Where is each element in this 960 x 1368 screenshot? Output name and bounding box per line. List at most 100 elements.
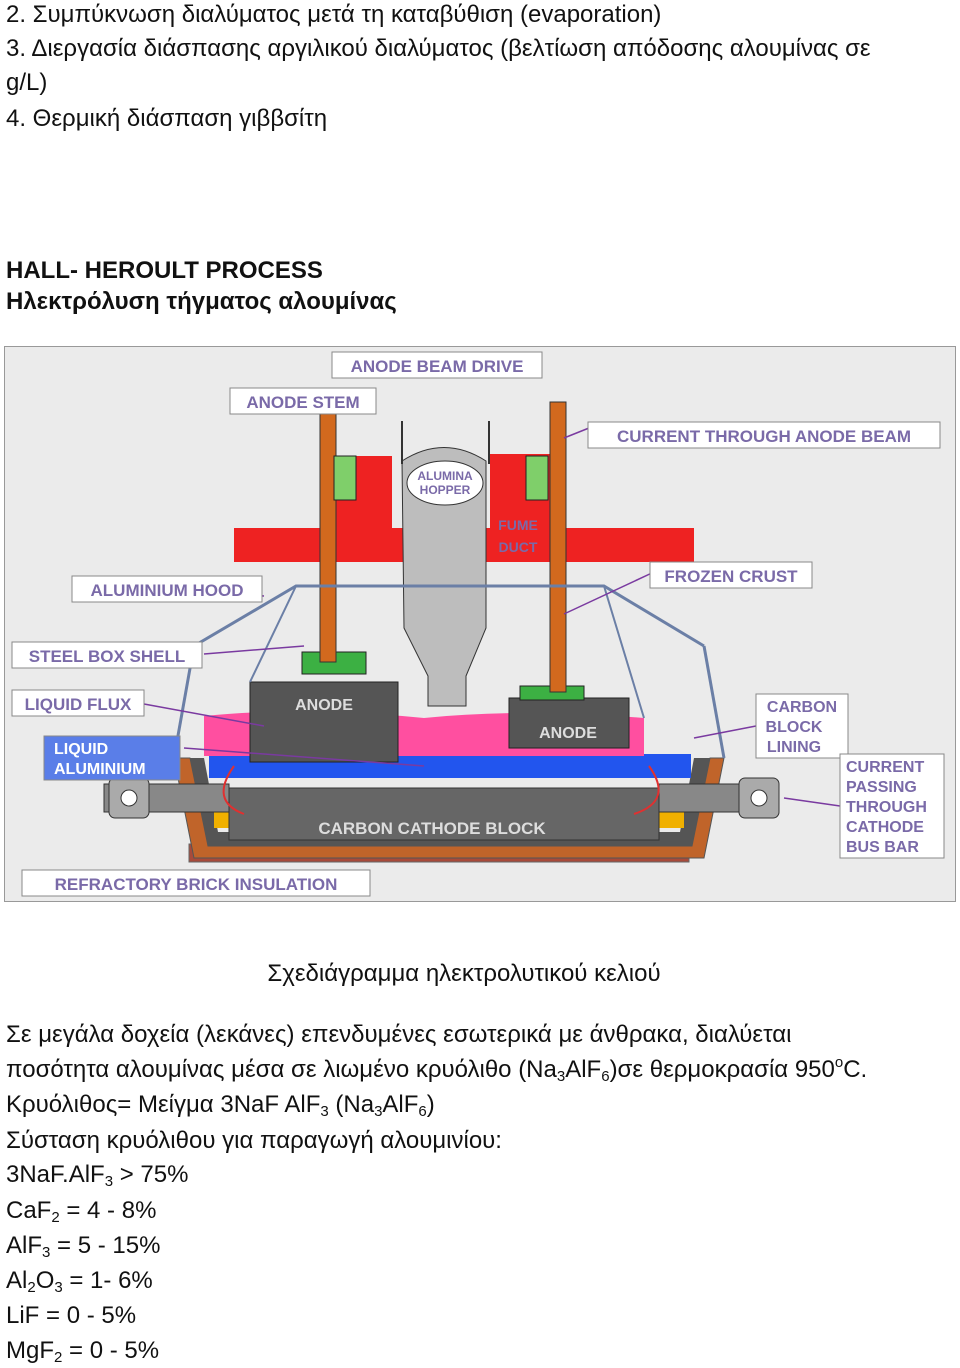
composition-item-4-sub-2: 3 — [54, 1279, 63, 1296]
composition-item-4: Al2O3 = 1- 6% — [6, 1266, 153, 1296]
anode-left — [249, 681, 399, 763]
section-subtitle: Ηλεκτρόλυση τήγματος αλουμίνας — [6, 288, 397, 315]
label-carbon-cathode-block-text: CARBON CATHODE BLOCK — [318, 819, 546, 838]
label-anode-right: ANODE — [539, 725, 597, 742]
label-current-anode-beam-text: CURRENT THROUGH ANODE BEAM — [617, 427, 911, 446]
hood-strut-right — [603, 585, 645, 719]
body-line-1: Σε μεγάλα δοχεία (λεκάνες) επενδυμένες ε… — [6, 1021, 792, 1048]
label-carbon-cathode-block: CARBON CATHODE BLOCK — [318, 819, 546, 838]
current-arrow-left — [222, 765, 245, 815]
composition-item-2-sub: 2 — [51, 1209, 60, 1226]
intro-item-3: 3. Διεργασία διάσπασης αργιλικού διαλύμα… — [6, 35, 871, 62]
label-steel-box-shell: STEEL BOX SHELL — [11, 641, 203, 669]
composition-item-4-sub-1: 2 — [27, 1279, 36, 1296]
carbon-cathode-block — [228, 787, 660, 841]
stem-clamp-right — [525, 455, 549, 501]
label-refractory-brick: REFRACTORY BRICK INSULATION — [21, 869, 371, 897]
pointer-frozen-crust — [563, 571, 655, 615]
composition-item-5: LiF = 0 - 5% — [6, 1302, 137, 1329]
pointer-liquid-flux — [143, 703, 265, 727]
pointer-carbon-block — [693, 725, 757, 739]
label-anode-right-text: ANODE — [539, 725, 597, 742]
composition-item-1-sub: 3 — [104, 1173, 114, 1190]
intro-item-3-continued: g/L) — [6, 69, 48, 96]
composition-item-4-pre: Al — [6, 1267, 28, 1294]
label-anode-beam-drive-text: ANODE BEAM DRIVE — [351, 357, 524, 376]
composition-item-4-mid: O — [35, 1267, 55, 1294]
label-block-text: BLOCK — [766, 719, 823, 736]
label-alumina-text: ALUMINA — [417, 469, 473, 483]
label-cathode-line-2: PASSING — [846, 779, 917, 796]
label-alumina-hopper: ALUMINA HOPPER — [417, 469, 473, 497]
label-cathode-bus-bar: CURRENT PASSING THROUGH CATHODE BUS BAR — [839, 753, 945, 859]
label-carbon-block-lining: CARBON BLOCK LINING — [755, 693, 849, 759]
label-steel-box-shell-text: STEEL BOX SHELL — [29, 647, 186, 666]
label-anode-left: ANODE — [295, 697, 353, 714]
label-refractory-brick-text: REFRACTORY BRICK INSULATION — [55, 875, 338, 894]
label-liquid-flux: LIQUID FLUX — [11, 689, 145, 717]
label-fume-duct: FUME DUCT — [498, 517, 538, 555]
label-aluminium-hood: ALUMINIUM HOOD — [71, 575, 263, 603]
hood-leg-right — [702, 645, 726, 759]
label-current-anode-beam: CURRENT THROUGH ANODE BEAM — [587, 421, 941, 449]
body-line-4: Σύσταση κρυόλιθου για παραγωγή αλουμινίο… — [6, 1127, 502, 1154]
label-aluminium-hood-text: ALUMINIUM HOOD — [91, 581, 244, 600]
label-anode-beam-drive: ANODE BEAM DRIVE — [331, 351, 543, 379]
composition-item-6-sub: 2 — [54, 1349, 63, 1366]
label-carbon-text: CARBON — [767, 699, 837, 716]
electrolytic-cell-diagram: ANODE BEAM DRIVE ANODE STEM CURRENT THRO… — [4, 346, 956, 902]
diagram-caption: Σχεδιάγραμμα ηλεκτρολυτικού κελιού — [267, 960, 661, 987]
label-liquid-text: LIQUID — [54, 741, 108, 758]
label-cathode-line-5: BUS BAR — [846, 839, 919, 856]
label-frozen-crust-text: FROZEN CRUST — [664, 567, 798, 586]
body-line-2: ποσότητα αλουμίνας μέσα σε λιωμένο κρυόλ… — [6, 1055, 867, 1085]
composition-item-3-post: = 5 - 15% — [50, 1232, 161, 1259]
intro-item-2: 2. Συμπύκνωση διαλύματος μετά τη καταβύθ… — [6, 1, 662, 28]
body-line-2-mid: AlF — [565, 1056, 602, 1083]
anode-stem-right — [549, 401, 567, 693]
label-anode-stem-text: ANODE STEM — [246, 393, 359, 412]
composition-item-4-post: = 1- 6% — [62, 1267, 153, 1294]
terminal-bolt-right — [750, 789, 768, 807]
alumina-hopper — [401, 447, 487, 707]
composition-item-6: MgF2 = 0 - 5% — [6, 1336, 159, 1366]
anode-stem-left — [319, 401, 337, 663]
current-arrow-right — [633, 765, 660, 815]
label-liquid-flux-text: LIQUID FLUX — [25, 695, 132, 714]
body-line-3-end: ) — [426, 1091, 435, 1118]
label-liquid-aluminium: LIQUID ALUMINIUM — [43, 735, 181, 781]
label-frozen-crust: FROZEN CRUST — [649, 561, 813, 589]
composition-item-6-post: = 0 - 5% — [62, 1337, 160, 1364]
composition-item-1-post: > 75% — [113, 1161, 189, 1188]
composition-item-3-sub: 3 — [42, 1244, 51, 1261]
label-anode-stem: ANODE STEM — [229, 387, 377, 415]
pointer-cathode-bus — [783, 797, 841, 807]
composition-item-1: 3NaF.AlF3 > 75% — [6, 1160, 188, 1190]
body-line-2-end: C. — [843, 1056, 868, 1083]
body-line-3-sub-3: 6 — [418, 1103, 427, 1120]
label-cathode-line-1: CURRENT — [846, 759, 924, 776]
section-title: HALL- HEROULT PROCESS — [6, 257, 323, 284]
pointer-liquid-aluminium — [183, 747, 425, 767]
label-fume-text: FUME — [498, 517, 538, 533]
hopper-lid — [406, 460, 484, 506]
composition-item-3-pre: AlF — [6, 1232, 42, 1259]
label-hopper-text: HOPPER — [420, 483, 471, 497]
hood-strut-left — [249, 585, 297, 683]
body-line-3: Κρυόλιθος= Μείγμα 3NaF AlF3 (Na3AlF6) — [6, 1090, 435, 1120]
terminal-bolt-left — [120, 789, 138, 807]
body-line-3-mid-2: AlF — [382, 1091, 419, 1118]
body-line-3-pre: Κρυόλιθος= Μείγμα 3NaF AlF — [6, 1091, 321, 1118]
composition-item-6-pre: MgF — [6, 1337, 54, 1364]
pointer-steel-box — [203, 645, 305, 655]
intro-item-4: 4. Θερμική διάσπαση γιββσίτη — [6, 105, 328, 132]
label-cathode-line-3: THROUGH — [846, 799, 927, 816]
body-line-2-sup: o — [834, 1054, 844, 1071]
body-line-3-sub-2: 3 — [374, 1103, 383, 1120]
hood-frame — [193, 584, 705, 648]
composition-item-1-pre: 3NaF.AlF — [6, 1161, 105, 1188]
label-aluminium-text: ALUMINIUM — [54, 761, 146, 778]
label-duct-text: DUCT — [499, 539, 538, 555]
composition-item-2-pre: CaF — [6, 1197, 52, 1224]
stem-clamp-left — [333, 455, 357, 501]
